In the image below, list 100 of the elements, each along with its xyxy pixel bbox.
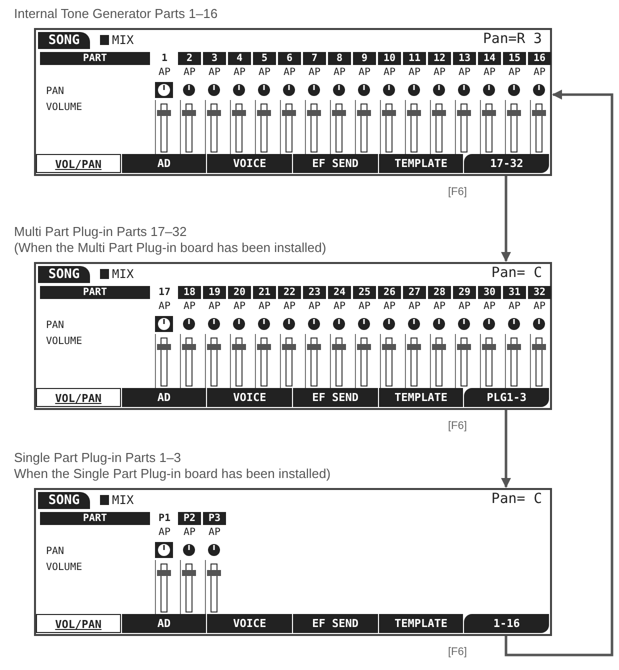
part-type-label: AP xyxy=(182,67,197,78)
part-number: 20 xyxy=(228,286,251,299)
part-number: 21 xyxy=(253,286,276,299)
part-number: 22 xyxy=(278,286,301,299)
part-number: 10 xyxy=(378,52,401,65)
part-number: 23 xyxy=(303,286,326,299)
section-heading: Multi Part Plug-in Parts 17–32 xyxy=(14,224,187,239)
part-type-label: AP xyxy=(407,301,422,312)
mode-tab: SONG xyxy=(38,32,90,49)
row-label: PAN xyxy=(46,546,64,557)
part-number: 25 xyxy=(353,286,376,299)
part-type-label: AP xyxy=(282,301,297,312)
part-type-label: AP xyxy=(507,301,522,312)
part-type-label: AP xyxy=(307,301,322,312)
function-tab: TEMPLATE xyxy=(378,154,464,173)
part-type-label: AP xyxy=(257,301,272,312)
part-number: P2 xyxy=(178,512,201,525)
section-note: When the Single Part Plug-in board has been installed) xyxy=(14,466,331,481)
part-type-label: AP xyxy=(482,301,497,312)
part-type-label: AP xyxy=(382,301,397,312)
mode-tab: SONG xyxy=(38,492,90,509)
function-tab: TEMPLATE xyxy=(378,614,464,633)
edge-label: [F6] xyxy=(446,646,469,658)
part-number: P3 xyxy=(203,512,226,525)
part-type-label: AP xyxy=(532,301,547,312)
part-type-label: AP xyxy=(507,67,522,78)
part-number: 14 xyxy=(478,52,501,65)
part-number: 29 xyxy=(453,286,476,299)
part-number: 26 xyxy=(378,286,401,299)
part-type-label: AP xyxy=(332,67,347,78)
part-number: 3 xyxy=(203,52,226,65)
part-type-label: AP xyxy=(257,67,272,78)
row-label: PAN xyxy=(46,86,64,97)
part-header: PART xyxy=(40,52,150,65)
function-tab: AD xyxy=(122,388,206,407)
part-number: 19 xyxy=(203,286,226,299)
part-number: 5 xyxy=(253,52,276,65)
row-label: VOLUME xyxy=(46,102,82,113)
part-type-label: AP xyxy=(207,301,222,312)
screen-title: MIX xyxy=(112,267,134,281)
part-number: 12 xyxy=(428,52,451,65)
function-tab: VOL/PAN xyxy=(36,614,121,633)
part-type-label: AP xyxy=(182,301,197,312)
section-heading: Internal Tone Generator Parts 1–16 xyxy=(14,6,218,21)
part-type-label: AP xyxy=(182,527,197,538)
function-tab: VOICE xyxy=(207,388,292,407)
part-number: 32 xyxy=(528,286,551,299)
function-tab: 1-16 xyxy=(464,614,549,633)
screen-title: MIX xyxy=(112,493,134,507)
arrow xyxy=(504,90,614,656)
pan-readout: Pan=R 3 xyxy=(482,31,542,47)
part-type-label: AP xyxy=(157,527,172,538)
function-tab: AD xyxy=(122,614,206,633)
part-type-label: AP xyxy=(157,67,172,78)
screen-title: MIX xyxy=(112,33,134,47)
part-type-label: AP xyxy=(232,67,247,78)
part-number: 11 xyxy=(403,52,426,65)
part-number: 28 xyxy=(428,286,451,299)
part-type-label: AP xyxy=(307,67,322,78)
part-type-label: AP xyxy=(482,67,497,78)
edge-label: [F6] xyxy=(446,186,469,198)
section-note: (When the Multi Part Plug-in board has been installed) xyxy=(14,240,326,255)
part-number: 9 xyxy=(353,52,376,65)
part-type-label: AP xyxy=(457,67,472,78)
pan-readout: Pan= C xyxy=(491,265,542,281)
part-type-label: AP xyxy=(157,301,172,312)
part-type-label: AP xyxy=(432,67,447,78)
part-number: 7 xyxy=(303,52,326,65)
part-number: 15 xyxy=(503,52,526,65)
edge-label: [F6] xyxy=(446,420,469,432)
function-tab: TEMPLATE xyxy=(378,388,464,407)
part-type-label: AP xyxy=(207,67,222,78)
part-type-label: AP xyxy=(282,67,297,78)
mode-tab: SONG xyxy=(38,266,90,283)
part-header: PART xyxy=(40,286,150,299)
part-type-label: AP xyxy=(207,527,222,538)
part-type-label: AP xyxy=(457,301,472,312)
part-number: 6 xyxy=(278,52,301,65)
part-type-label: AP xyxy=(532,67,547,78)
section-heading: Single Part Plug-in Parts 1–3 xyxy=(14,450,181,465)
part-type-label: AP xyxy=(232,301,247,312)
part-type-label: AP xyxy=(382,67,397,78)
part-type-label: AP xyxy=(407,67,422,78)
part-number: 27 xyxy=(403,286,426,299)
part-number: 16 xyxy=(528,52,551,65)
function-tab: AD xyxy=(122,154,206,173)
arrow xyxy=(501,176,511,262)
part-number: 2 xyxy=(178,52,201,65)
row-label: VOLUME xyxy=(46,336,82,347)
part-type-label: AP xyxy=(357,67,372,78)
pan-readout: Pan= C xyxy=(491,491,542,507)
part-header: PART xyxy=(40,512,150,525)
function-tab: EF SEND xyxy=(293,388,378,407)
function-tab: EF SEND xyxy=(293,154,378,173)
function-tab: 17-32 xyxy=(464,154,549,173)
part-number: 30 xyxy=(478,286,501,299)
function-tab: VOL/PAN xyxy=(36,154,121,173)
part-number: 13 xyxy=(453,52,476,65)
part-number: 8 xyxy=(328,52,351,65)
part-number: 31 xyxy=(503,286,526,299)
